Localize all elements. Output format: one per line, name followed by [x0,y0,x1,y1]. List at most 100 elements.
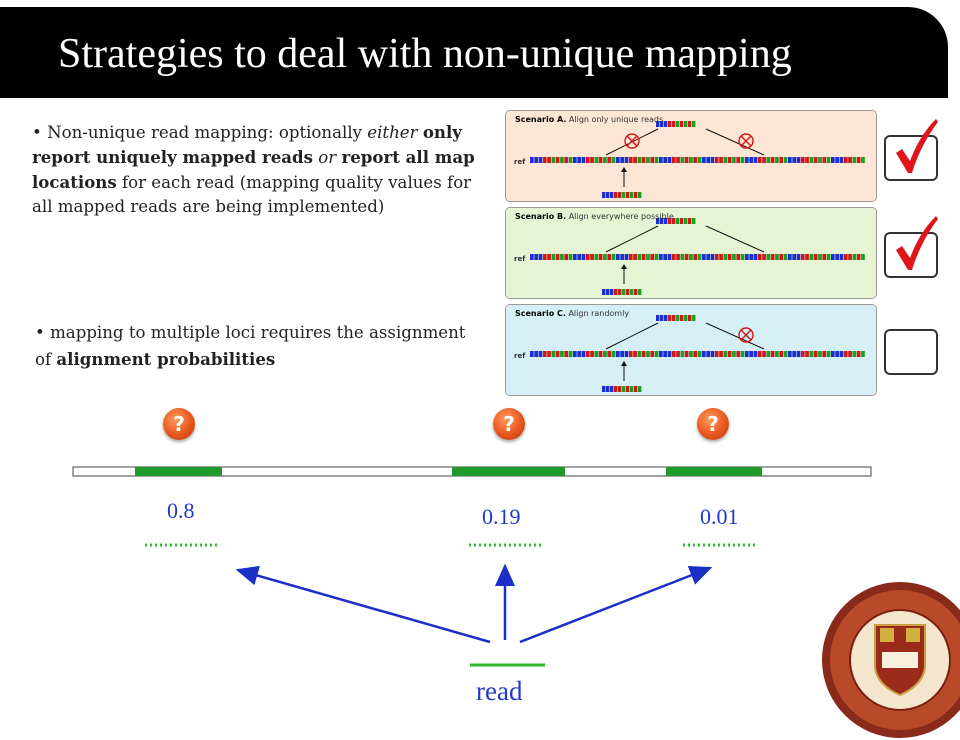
scenario-a-checkbox[interactable] [884,119,938,181]
left-arrow [605,128,659,156]
reference-strip [753,351,758,357]
read-strip [618,386,622,392]
reference-strip [732,351,736,357]
reference-strip [624,254,629,260]
reference-strip [766,254,771,260]
reference-strip [822,254,827,260]
reference-strip [671,157,676,163]
reference-strip [594,351,599,357]
locus-1 [135,467,222,476]
reference-strip [581,351,586,357]
reference-strip [727,351,732,357]
college-seal-logo [822,582,960,738]
read-strip [626,192,630,198]
right-arrow [705,128,765,156]
reference-strip [560,157,564,163]
scenario-c-label: Scenario C. Align randomly [515,309,630,318]
reference-strip [835,157,839,163]
read-strip [602,386,606,392]
reference-strip [573,351,577,357]
question-icon: ? [493,408,525,440]
read-strip [688,315,692,321]
reference-strip [848,157,852,163]
reference-strip [641,254,646,260]
reference-strip [611,254,616,260]
reference-strip [818,254,822,260]
read-strip [602,192,606,198]
reference-strip [659,157,663,163]
arrow-to-locus-3 [519,565,713,644]
reference-strip [843,254,848,260]
reference-strip [762,351,766,357]
read-strip [676,218,680,224]
arrow-to-locus-1 [235,565,491,644]
reference-strip [732,157,736,163]
reference-strip [826,351,831,357]
reference-strip [667,157,672,163]
reference-strip [749,157,753,163]
read-strip [672,218,676,224]
reference-strip [813,157,818,163]
reference-strip [568,157,573,163]
read-strip [676,315,680,321]
reference-strip [710,254,715,260]
reference-strip [628,351,633,357]
reference-strip [736,157,741,163]
reference-strip [538,351,543,357]
reference-strip [611,157,616,163]
reference-strip [598,157,603,163]
reference-strip [663,351,667,357]
reference-strip [719,254,723,260]
read-strip [684,218,688,224]
probability-locus-3: 0.01 [700,504,739,529]
reference-strip [856,157,861,163]
reference-strip [770,254,775,260]
reference-strip [650,351,655,357]
reference-strip [676,157,680,163]
reference-strip [702,157,706,163]
reference-strip [788,157,792,163]
reference-strip [706,157,710,163]
reference-strip [620,157,624,163]
read-strip [656,218,660,224]
reference-strip [749,351,753,357]
read-strip [622,192,626,198]
reference-strip [779,254,784,260]
reference-strip [792,157,796,163]
probability-locus-2: 0.19 [482,504,521,529]
read-strip [676,121,680,127]
arrow-head [621,361,627,366]
reference-strip [594,157,599,163]
reference-strip [839,351,844,357]
checkmark-icon [896,119,938,173]
reference-strip [620,254,624,260]
reference-strip [783,157,788,163]
reference-strip [723,351,728,357]
reference-strip [697,157,702,163]
read-strip [606,192,610,198]
reference-strip [568,351,573,357]
reference-strip [534,254,538,260]
read-strip [660,121,664,127]
reference-strip [650,254,655,260]
scenario-c-checkbox[interactable] [884,329,938,375]
reference-strip [727,254,732,260]
reference-strip [770,351,775,357]
cross-icon [740,329,752,341]
cross-icon [740,135,752,147]
reference-strip [607,351,612,357]
reference-strip [671,254,676,260]
reference-strip [732,254,736,260]
reference-strip [779,351,784,357]
reference-strip [646,254,650,260]
scenario-b-checkbox[interactable] [884,216,938,278]
reference-strip [581,254,586,260]
reference-strip [783,351,788,357]
read-strip [618,192,622,198]
reference-strip [775,351,779,357]
reference-strip [641,351,646,357]
read-strip [618,289,622,295]
reference-strip [740,157,745,163]
read-strip [634,289,638,295]
checkmark-icon [896,216,938,270]
